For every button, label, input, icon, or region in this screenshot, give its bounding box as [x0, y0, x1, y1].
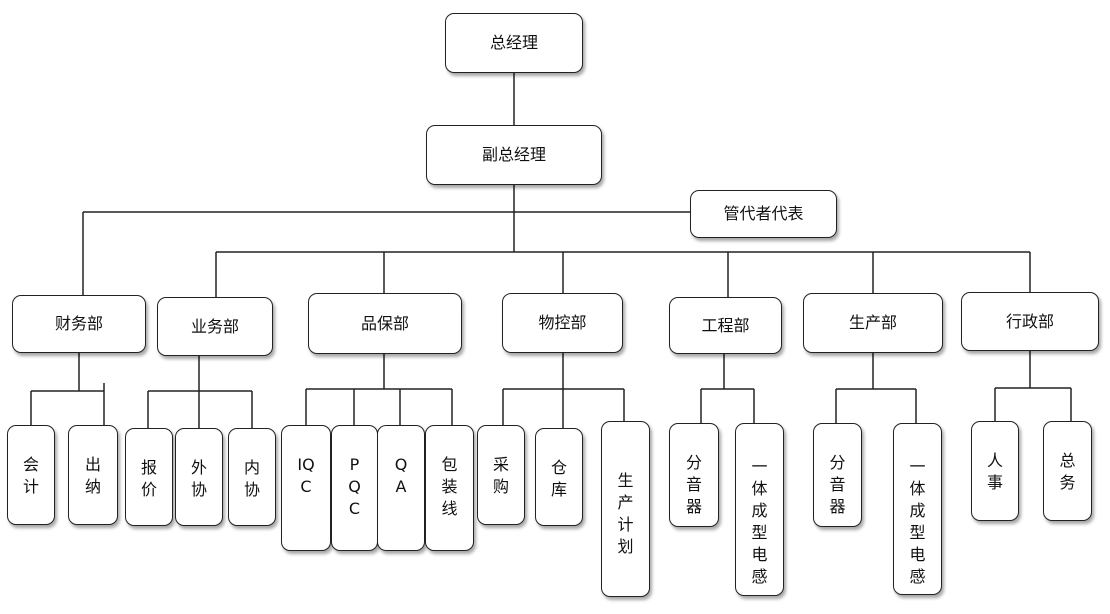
node-label: 外协: [190, 458, 207, 499]
node-label: 人事: [986, 451, 1003, 492]
node-label: 管代者代表: [723, 204, 804, 224]
node-general-affairs: 总务: [1043, 421, 1092, 521]
node-management-representative: 管代者代表: [690, 190, 837, 238]
node-engineering-dept: 工程部: [669, 297, 782, 354]
node-personnel: 人事: [971, 421, 1019, 521]
node-label: 分音器: [829, 453, 846, 516]
node-business-dept: 业务部: [157, 297, 273, 356]
node-purchasing: 采购: [477, 425, 525, 525]
node-label: 一体成型电感: [751, 457, 768, 586]
node-label: 会计: [22, 455, 39, 496]
node-outsourcing: 外协: [175, 428, 223, 526]
node-label: 行政部: [1005, 311, 1054, 331]
node-label: 品保部: [360, 313, 409, 333]
node-label: 采购: [492, 455, 509, 496]
node-cashier: 出纳: [68, 425, 118, 525]
node-label: 生产计划: [617, 471, 634, 556]
node-packing-line: 包装线: [425, 425, 474, 551]
node-admin-dept: 行政部: [961, 292, 1099, 351]
node-label: QA: [394, 455, 408, 496]
node-molded-inductor-production: 一体成型电感: [893, 423, 942, 595]
node-splitter-production: 分音器: [813, 423, 862, 527]
node-label: 包装线: [441, 455, 458, 518]
node-label: 业务部: [190, 316, 239, 336]
node-iqc: IQC: [281, 425, 331, 551]
node-finance-dept: 财务部: [12, 295, 146, 353]
node-production-dept: 生产部: [803, 293, 943, 353]
node-vice-general-manager: 副总经理: [426, 125, 602, 185]
node-label: 一体成型电感: [909, 457, 926, 586]
node-general-manager: 总经理: [445, 13, 583, 73]
node-label: 总务: [1059, 451, 1076, 492]
node-molded-inductor-engineering: 一体成型电感: [735, 423, 784, 596]
node-label: 内协: [243, 458, 260, 499]
node-label: 仓库: [550, 458, 567, 499]
node-label: 副总经理: [481, 145, 546, 165]
node-quotation: 报价: [125, 428, 173, 526]
node-label: 财务部: [54, 314, 103, 334]
node-accounting: 会计: [7, 425, 55, 525]
node-label: IQC: [297, 455, 315, 496]
node-label: 生产部: [848, 313, 897, 333]
node-pqc: PQC: [331, 425, 378, 551]
node-quality-dept: 品保部: [308, 293, 462, 354]
node-splitter-engineering: 分音器: [669, 423, 719, 527]
node-qa: QA: [377, 425, 425, 551]
node-label: 工程部: [701, 315, 750, 335]
node-label: 分音器: [685, 453, 702, 516]
node-label: 报价: [140, 458, 157, 499]
node-label: PQC: [348, 455, 361, 518]
node-internal-coordination: 内协: [228, 428, 276, 526]
node-production-plan: 生产计划: [601, 421, 650, 597]
node-label: 出纳: [84, 455, 101, 496]
node-label: 物控部: [538, 313, 587, 333]
node-label: 总经理: [489, 33, 538, 53]
node-material-control-dept: 物控部: [502, 293, 623, 353]
node-warehouse: 仓库: [535, 428, 583, 526]
